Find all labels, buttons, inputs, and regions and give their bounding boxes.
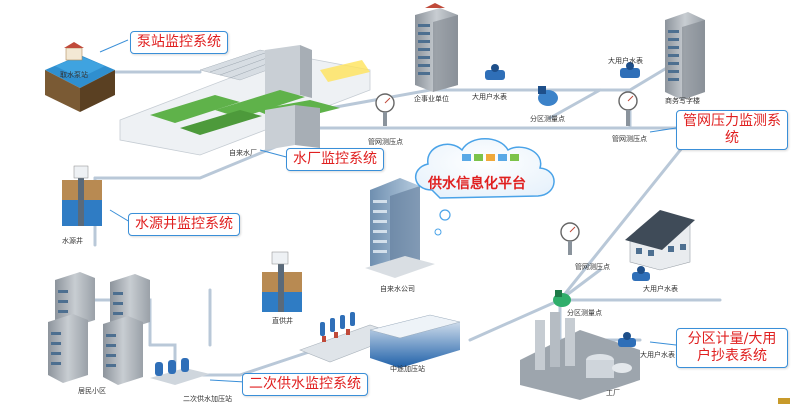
label-source-well: 水源井 xyxy=(62,237,83,245)
secondary-supply-pump xyxy=(150,358,210,385)
water-meter-icon xyxy=(485,64,505,80)
booster-station xyxy=(299,312,461,368)
intake-pump-station xyxy=(45,42,115,112)
label-factory: 工厂 xyxy=(606,389,620,397)
water-company-building xyxy=(365,178,435,278)
enterprise-building xyxy=(415,3,458,92)
label-water-company: 自来水公司 xyxy=(380,285,415,293)
callout-pipe-pressure-text: 管网压力监测系统 xyxy=(683,113,781,146)
label-water-plant: 自来水厂 xyxy=(229,149,257,157)
label-deep-well: 直供井 xyxy=(272,317,293,325)
label-big-meter-2: 大用户水表 xyxy=(608,57,643,65)
label-pressure-point-3: 管网测压点 xyxy=(575,263,610,271)
gauge-icon xyxy=(375,93,395,126)
water-meter-icon xyxy=(620,62,640,78)
callout-connectors xyxy=(99,39,677,383)
gauge-icon xyxy=(560,222,580,255)
callout-district-metering-text: 分区计量/大用户抄表系统 xyxy=(687,331,777,364)
label-booster-station: 中途加压站 xyxy=(390,365,425,373)
corner-mark xyxy=(778,398,790,404)
commercial-building xyxy=(665,12,705,100)
cloud-icon xyxy=(415,138,555,236)
gauge-icon xyxy=(618,91,638,126)
flow-meter-icon xyxy=(553,290,571,307)
factory xyxy=(520,312,640,400)
villa-building xyxy=(625,210,695,271)
label-pressure-point-2: 管网测压点 xyxy=(612,135,647,143)
callout-pipe-pressure: 管网压力监测系统 xyxy=(676,110,788,150)
label-big-meter-1: 大用户水表 xyxy=(472,93,507,101)
callout-water-plant: 水厂监控系统 xyxy=(286,148,384,171)
label-enterprise: 企事业单位 xyxy=(414,95,449,103)
source-well xyxy=(62,165,102,226)
water-meter-icon xyxy=(632,266,650,281)
label-big-meter-4: 大用户水表 xyxy=(640,351,675,359)
label-commercial-building: 商务写字楼 xyxy=(665,97,700,105)
label-secondary-station: 二次供水加压站 xyxy=(183,395,232,403)
callout-source-well: 水源井监控系统 xyxy=(128,213,240,236)
callout-pump-station: 泵站监控系统 xyxy=(130,31,228,54)
water-plant xyxy=(119,45,371,156)
platform-title: 供水信息化平台 xyxy=(428,176,526,192)
label-big-meter-3: 大用户水表 xyxy=(643,285,678,293)
deep-well xyxy=(262,251,302,312)
label-residential: 居民小区 xyxy=(78,387,106,395)
label-pressure-point-1: 管网测压点 xyxy=(368,138,403,146)
callout-district-metering: 分区计量/大用户抄表系统 xyxy=(676,328,788,368)
callout-secondary-supply: 二次供水监控系统 xyxy=(242,373,368,396)
residential-buildings xyxy=(48,272,150,385)
water-meter-icon xyxy=(618,332,636,347)
label-intake-pump-station: 取水泵站 xyxy=(60,71,88,79)
label-district-point-1: 分区测量点 xyxy=(530,115,565,123)
flow-meter-icon xyxy=(538,86,558,106)
label-district-point-2: 分区测量点 xyxy=(567,309,602,317)
